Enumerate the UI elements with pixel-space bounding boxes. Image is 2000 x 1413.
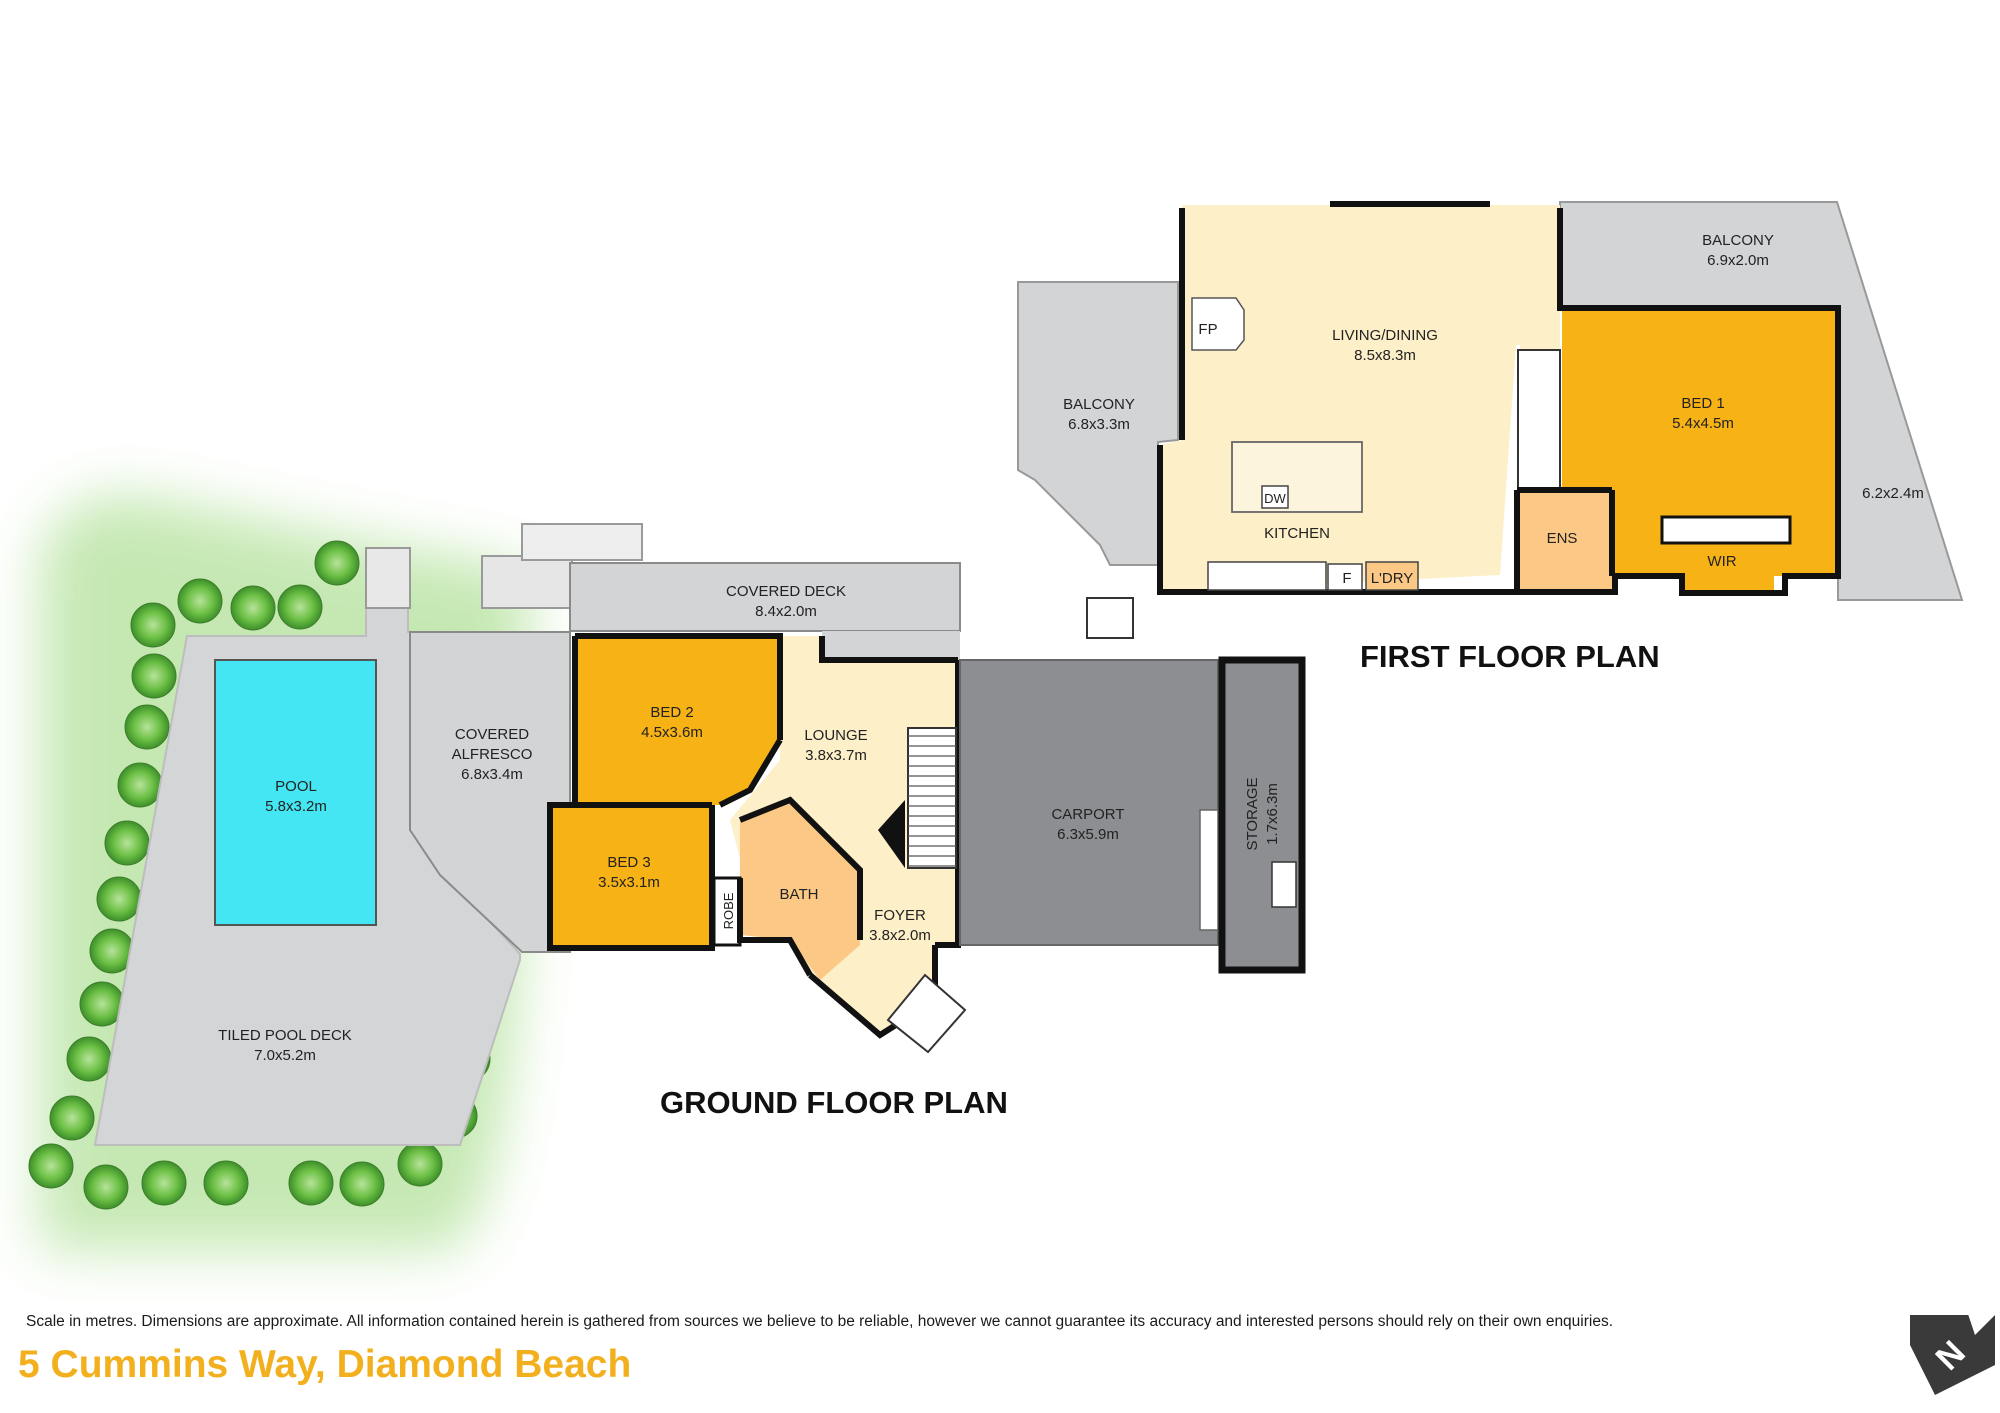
pool-deck-dims: 7.0x5.2m bbox=[254, 1047, 316, 1064]
covered-deck-dims: 8.4x2.0m bbox=[755, 603, 817, 620]
fireplace bbox=[1191, 297, 1245, 351]
bush-icon bbox=[230, 585, 276, 631]
ensuite-area bbox=[1517, 490, 1612, 592]
bush-icon bbox=[314, 540, 360, 586]
bush-icon bbox=[203, 1160, 249, 1206]
covered-deck-label: COVERED DECK bbox=[726, 583, 846, 600]
bed-3-area bbox=[550, 805, 712, 948]
bush-icon bbox=[117, 762, 163, 808]
bush-icon bbox=[141, 1160, 187, 1206]
bush-icon bbox=[83, 1164, 129, 1210]
pool-deck-label: TILED POOL DECK bbox=[218, 1027, 352, 1044]
upper-stair-landing bbox=[521, 523, 643, 561]
disclaimer-text: Scale in metres. Dimensions are approxim… bbox=[26, 1313, 1614, 1330]
bath-area bbox=[740, 800, 860, 980]
alfresco-label-2: ALFRESCO bbox=[452, 746, 533, 763]
storage-dims: 1.7x6.3m bbox=[1264, 783, 1281, 845]
living-dining-dims: 8.5x8.3m bbox=[1354, 347, 1416, 364]
lounge-stairs bbox=[878, 727, 957, 869]
bush-icon bbox=[288, 1160, 334, 1206]
first-floor-title: FIRST FLOOR PLAN bbox=[1360, 639, 1660, 674]
lounge-label: LOUNGE bbox=[804, 727, 867, 744]
carport-area bbox=[959, 659, 1219, 946]
alfresco-label-1: COVERED bbox=[455, 726, 529, 743]
bed-2-area bbox=[575, 636, 780, 805]
pool-label: POOL bbox=[275, 778, 317, 795]
lounge-dims: 3.8x3.7m bbox=[805, 747, 867, 764]
kitchen-island bbox=[1231, 441, 1363, 513]
bush-icon bbox=[277, 584, 323, 630]
balcony-left-label: BALCONY bbox=[1063, 396, 1135, 413]
fireplace-label: FP bbox=[1198, 321, 1217, 338]
laundry bbox=[1365, 561, 1419, 591]
bush-icon bbox=[130, 602, 176, 648]
bush-icon bbox=[397, 1141, 443, 1187]
ensuite-label: ENS bbox=[1547, 530, 1578, 547]
foyer-entry-stairs bbox=[886, 973, 967, 1054]
north-arrow-icon: N bbox=[1910, 1305, 1995, 1395]
carport-entry-strip bbox=[1199, 809, 1219, 931]
bed-1-dims: 5.4x4.5m bbox=[1672, 415, 1734, 432]
bush-icon bbox=[131, 653, 177, 699]
ground-floor-title: GROUND FLOOR PLAN bbox=[660, 1085, 1008, 1120]
storage-label: STORAGE bbox=[1244, 777, 1261, 850]
bush-icon bbox=[49, 1095, 95, 1141]
balcony-left-dims: 6.8x3.3m bbox=[1068, 416, 1130, 433]
stair-landing bbox=[481, 555, 573, 609]
foyer-dims: 3.8x2.0m bbox=[869, 927, 931, 944]
balcony-right-dims: 6.2x2.4m bbox=[1862, 485, 1924, 502]
pool-dims: 5.8x3.2m bbox=[265, 798, 327, 815]
pool bbox=[214, 659, 377, 926]
balcony-left-area bbox=[1017, 281, 1179, 566]
fridge-label: F bbox=[1342, 570, 1351, 587]
bush-icon bbox=[124, 704, 170, 750]
bush-icon bbox=[339, 1161, 385, 1207]
living-dining-label: LIVING/DINING bbox=[1332, 327, 1438, 344]
fridge bbox=[1327, 563, 1363, 591]
covered-deck-area bbox=[569, 562, 961, 632]
storage-fixture bbox=[1271, 861, 1297, 908]
dishwasher bbox=[1261, 485, 1289, 509]
bush-icon bbox=[28, 1143, 74, 1189]
bed-3-label: BED 3 bbox=[607, 854, 650, 871]
bed-2-dims: 4.5x3.6m bbox=[641, 724, 703, 741]
pool-steps bbox=[365, 547, 411, 609]
bush-icon bbox=[104, 820, 150, 866]
balcony-top-label: BALCONY bbox=[1702, 232, 1774, 249]
first-floor-walls bbox=[1157, 208, 1841, 596]
wir-rail bbox=[1660, 515, 1792, 545]
bed-3-dims: 3.5x3.1m bbox=[598, 874, 660, 891]
covered-deck-lower bbox=[822, 631, 960, 660]
carport-label: CARPORT bbox=[1051, 806, 1124, 823]
foyer-label: FOYER bbox=[874, 907, 926, 924]
kitchen-bench bbox=[1207, 561, 1327, 591]
balcony-top-dims: 6.9x2.0m bbox=[1707, 252, 1769, 269]
storage-area bbox=[1218, 656, 1306, 974]
living-stairs bbox=[1517, 349, 1561, 491]
carport-dims: 6.3x5.9m bbox=[1057, 826, 1119, 843]
robe-label: ROBE bbox=[721, 892, 736, 929]
bush-icon bbox=[66, 1036, 112, 1082]
bush-icon bbox=[96, 876, 142, 922]
bath-label: BATH bbox=[780, 886, 819, 903]
kitchen-label: KITCHEN bbox=[1264, 525, 1330, 542]
bush-icon bbox=[177, 578, 223, 624]
bed-2-label: BED 2 bbox=[650, 704, 693, 721]
wir-label: WIR bbox=[1707, 553, 1736, 570]
alfresco-dims: 6.8x3.4m bbox=[461, 766, 523, 783]
dishwasher-label: DW bbox=[1264, 491, 1286, 506]
living-dining-area bbox=[1160, 205, 1560, 592]
balcony-stairs bbox=[1086, 597, 1134, 639]
bed-1-label: BED 1 bbox=[1681, 395, 1724, 412]
laundry-label: L'DRY bbox=[1371, 570, 1414, 587]
property-address: 5 Cummins Way, Diamond Beach bbox=[18, 1343, 632, 1386]
